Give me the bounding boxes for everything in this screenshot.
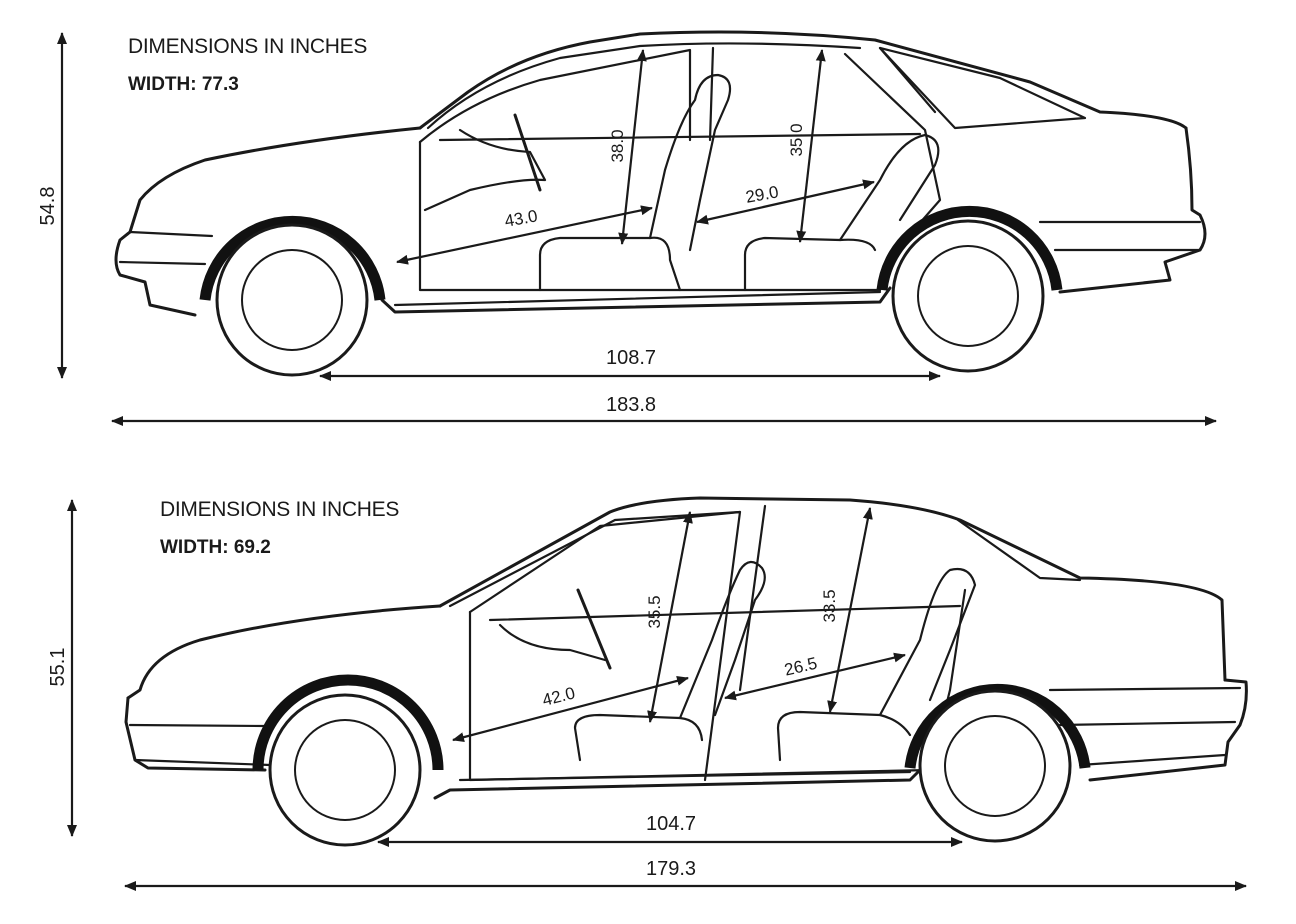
bottom-wheelbase-label: 104.7 [646,813,696,835]
top-front-legroom-label: 43.0 [503,206,539,230]
bottom-car-diagram: DIMENSIONS IN INCHES WIDTH: 69.2 55.1 35… [47,496,1248,891]
bottom-header: DIMENSIONS IN INCHES [160,498,399,521]
bottom-overall-length-label: 179.3 [646,858,696,880]
top-rear-headroom-label: 35.0 [787,123,806,156]
bottom-overall-height-label: 55.1 [47,648,69,687]
top-dimension-lines [57,32,1217,426]
front-legroom-arrow [396,205,653,265]
bottom-car-wheels [252,674,1091,847]
bottom-front-legroom-label: 42.0 [540,683,577,709]
top-wheelbase-label: 108.7 [606,347,656,369]
rear-legroom-arrow [696,179,875,225]
top-car-diagram: DIMENSIONS IN INCHES WIDTH: 77.3 54.8 38… [37,30,1217,426]
top-rear-legroom-label: 29.0 [744,182,780,206]
top-car-wheels [199,205,1063,377]
bottom-front-headroom-label: 35.5 [645,595,664,628]
bottom-rear-headroom-label: 33.5 [820,589,839,622]
top-overall-height-label: 54.8 [37,187,59,226]
front-legroom-arrow [452,675,689,743]
top-header: DIMENSIONS IN INCHES [128,35,367,58]
bottom-width-label: WIDTH: 69.2 [160,537,271,558]
bottom-car-body [124,496,1248,800]
top-overall-length-label: 183.8 [606,394,656,416]
top-front-headroom-label: 38.0 [608,129,627,162]
top-car-body [114,30,1207,317]
bottom-dimension-lines [67,499,1247,891]
top-width-label: WIDTH: 77.3 [128,74,239,95]
rear-legroom-arrow [724,652,906,701]
